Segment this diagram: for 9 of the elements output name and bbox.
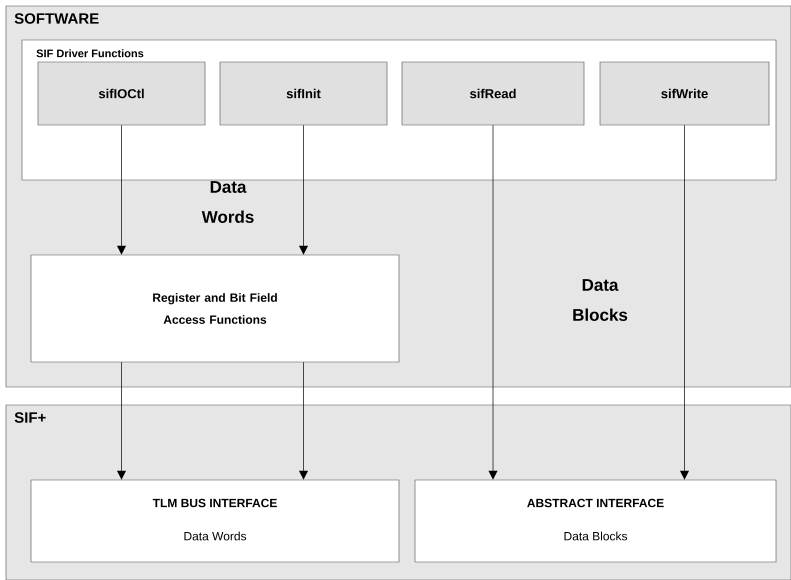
- flow-label: Data Blocks: [573, 279, 628, 321]
- interface-box: TLM BUS INTERFACE Data Words: [30, 480, 400, 562]
- interface-box: ABSTRACT INTERFACE Data Blocks: [414, 480, 776, 562]
- function-box: sifIOCtl: [38, 62, 206, 126]
- flow-label: Data Words: [202, 181, 254, 223]
- function-box: sifRead: [402, 62, 584, 126]
- function-box: Register and Bit Field Access Functions: [30, 254, 400, 362]
- function-box: sifInit: [220, 62, 388, 126]
- function-box: sifWrite: [600, 62, 770, 126]
